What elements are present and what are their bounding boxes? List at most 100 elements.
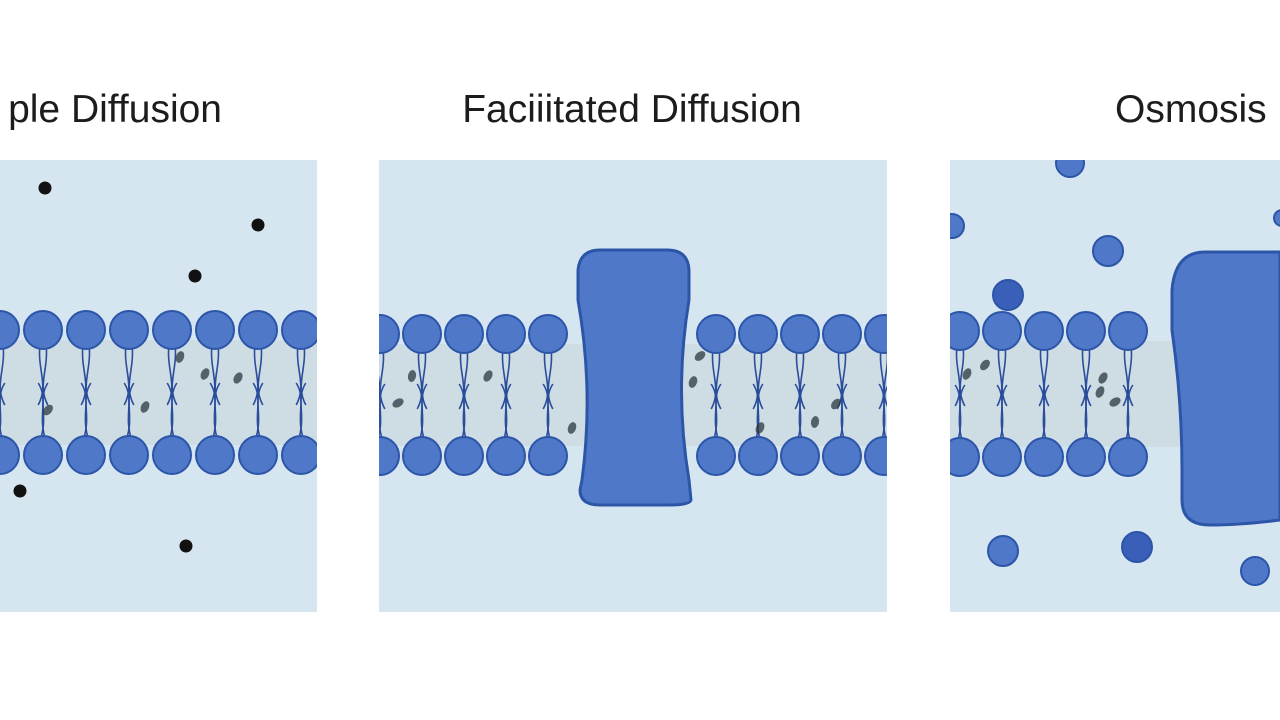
lipid-tail [996,344,1003,407]
lipid-tail [0,392,4,442]
lipid-tail [954,384,964,444]
lipid-tail [252,343,259,406]
tail-speck [1095,386,1105,398]
lipid-tail [341,383,349,441]
phospholipid-head [1066,437,1106,477]
lipid-tail [547,347,554,410]
phospholipid-head [152,310,192,350]
phospholipid-head [1108,437,1148,477]
lipid-tail [379,390,384,443]
phospholipid-head [238,310,278,350]
tail-speck [43,404,53,416]
lipid-tail [878,347,885,410]
phospholipid-head [1024,311,1064,351]
lipid-tail [752,383,762,443]
phospholipid-head [1024,437,1064,477]
lipid-tail [710,347,717,410]
lipid-tail [1122,384,1132,444]
panel-title-facilitated-diffusion: Faciiitated Diffusion [462,88,802,131]
lipid-tail [542,347,549,410]
lipid-tail [878,383,887,443]
phospholipid-head [109,310,149,350]
phospholipid-head [109,435,149,475]
phospholipid-head [528,314,568,354]
phospholipid-head [402,436,442,476]
panel-title-osmosis: Osmosis [1115,88,1267,131]
tail-speck [407,370,417,382]
water-molecule [1240,556,1270,586]
phospholipid-head [281,310,317,350]
lipid-tail [421,347,428,410]
lipid-tail [841,347,848,410]
lipid-tail [166,343,173,406]
lipid-tail [996,384,1006,444]
phospholipid-head [950,437,980,477]
simple-diffusion-scene [0,181,363,553]
lipid-tail [339,383,347,441]
lipid-tail [379,347,386,410]
tail-speck [392,398,404,408]
water-molecule [1273,209,1280,227]
tail-speck [688,376,698,388]
water-molecule [987,535,1019,567]
water-molecule [950,213,965,239]
solute-molecule [179,539,193,553]
water-molecule [1121,531,1153,563]
phospholipid-head [444,436,484,476]
phospholipid-head [486,436,526,476]
phospholipid-head [325,436,363,474]
panel-title-simple-diffusion: ple Diffusion [8,88,222,131]
lipid-tail [921,348,926,409]
lipid-tail [794,347,801,410]
phospholipid-head [982,437,1022,477]
lipid-tail [926,348,931,409]
phospholipid-head [780,314,820,354]
tail-speck [755,422,765,434]
tail-speck [694,351,706,361]
solute-molecule [251,218,265,232]
phospholipid-head [486,314,526,354]
lipid-tail [836,383,846,443]
lipid-tail [37,343,44,406]
lipid-tail [1038,384,1048,444]
solute-molecule [38,181,52,195]
phospholipid-head [444,314,484,354]
lipid-tail [209,343,216,406]
tail-speck [831,398,841,410]
lipid-tail [166,382,176,442]
lipid-tail [300,343,307,406]
lipid-tail [295,343,302,406]
lipid-tail [209,382,219,442]
lipid-tail [921,384,929,442]
phospholipid-head [379,436,400,476]
phospholipid-head [982,311,1022,351]
phospholipid-head [238,435,278,475]
lipid-tail [214,343,221,406]
phospholipid-head [696,314,736,354]
phospholipid-head [195,310,235,350]
phospholipid-head [325,311,363,349]
lipid-tail [710,383,720,443]
lipid-tail [252,382,262,442]
lipid-tail [959,344,966,407]
lipid-tail [0,343,6,406]
lipid-tail [171,343,178,406]
tail-speck [980,359,990,371]
water-molecule [1092,235,1124,267]
lipid-tail [1122,344,1129,407]
phospholipid-head [864,436,887,476]
phospholipid-head [864,314,887,354]
lipid-tail [500,347,507,410]
lipid-tail [257,343,264,406]
lipid-tail [42,343,49,406]
lipid-tail [37,382,47,442]
lipid-tail [1001,344,1008,407]
phospholipid-head [528,436,568,476]
lipid-tail [883,348,887,407]
lipid-tail [752,347,759,410]
phospholipid-head [907,437,945,475]
channel-protein [576,248,693,507]
phospholipid-head [907,315,945,353]
osmosis-scene [950,160,1280,586]
